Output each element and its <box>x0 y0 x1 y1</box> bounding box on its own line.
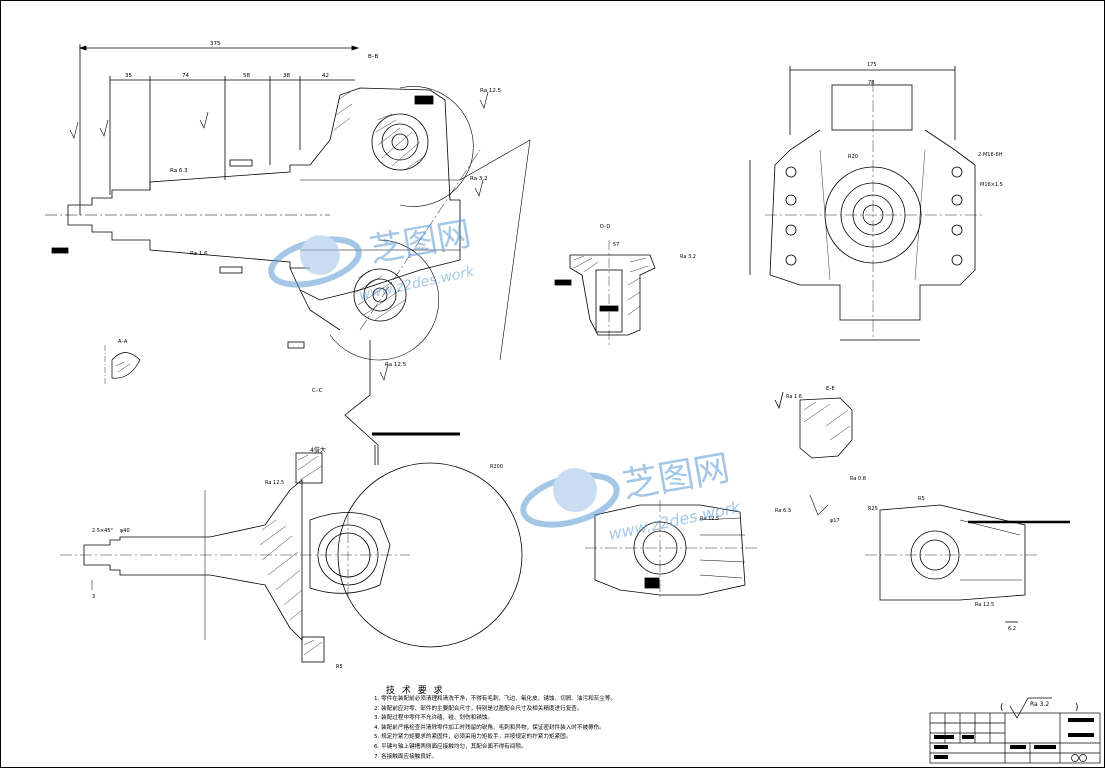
dim-m16: M16×1.5 <box>980 182 1003 188</box>
bottom-view-labels: 4倍大 R200 2.5×45° φ40 3 R5 Ra 12.5 <box>92 446 503 670</box>
svg-text:): ) <box>1075 703 1079 713</box>
main-front-view <box>45 44 531 465</box>
dim-ra16-ee: Ra 1.6 <box>786 394 802 400</box>
global-roughness-value: Ra 3.2 <box>1030 701 1049 708</box>
bottom-hatching <box>259 454 323 656</box>
tech-req-item: 4. 装配前严格检查并清除零件加工时残留的锐角、毛刺和异物，保证密封件装入时不被… <box>374 724 605 731</box>
dim-ra08: Ra 0.8 <box>850 476 866 482</box>
tech-req-item: 6. 平键与轴上键槽两侧面应接触均匀，其配合面不得有间隙。 <box>374 743 527 750</box>
dim-ra125-b: Ra 12.5 <box>385 362 407 368</box>
dim-r20: R20 <box>848 154 858 160</box>
dim-57: 57 <box>613 242 619 248</box>
dim-6-2: 6.2 <box>1008 626 1016 632</box>
dim-42: 42 <box>322 73 329 79</box>
dim-38: 38 <box>283 73 290 79</box>
global-roughness: Ra 3.2 ( ) <box>1000 697 1079 719</box>
section-hatching <box>333 91 426 321</box>
svg-text:(: ( <box>1000 703 1004 713</box>
dim-ra125-r: Ra 12.5 <box>975 602 994 608</box>
dim-74: 74 <box>182 73 189 79</box>
section-ee <box>774 391 853 459</box>
dim-ra125-a: Ra 12.5 <box>480 88 502 94</box>
label-section-dd: D–D <box>600 224 610 230</box>
dim-ra63-mid: Ra 6.3 <box>775 508 791 514</box>
tech-req-item: 3. 装配过程中零件不允许磕、碰、划伤和锈蚀。 <box>374 715 493 722</box>
dim-ra125-mid: Ra 12.5 <box>700 516 719 522</box>
label-section-cc: C–C <box>312 388 323 394</box>
side-view <box>749 66 985 341</box>
tech-req-item: 1. 零件在装配前必须清理和清洗干净，不得有毛刺、飞边、氧化皮、锈蚀、切屑、油污… <box>374 696 617 702</box>
right-section <box>865 504 1070 623</box>
dim-35: 35 <box>125 73 132 79</box>
watermark-logo-1 <box>268 235 362 288</box>
tech-req-item: 5. 规定拧紧力矩要求的紧固件，必须采用力矩扳手，并按规定的拧紧力矩紧固。 <box>374 734 572 741</box>
tech-req-item: 2. 装配前应对零、部件的主要配合尺寸，特别是过盈配合尺寸及相关精度进行复查。 <box>374 705 583 712</box>
label-section-bb: B–B <box>368 54 379 60</box>
dim-3: 3 <box>92 594 95 600</box>
dim-phi17: φ17 <box>830 518 840 524</box>
detail-aa <box>104 345 141 385</box>
dim-phi40: φ40 <box>120 528 130 534</box>
side-view-labels: 175 78 R20 2-M16-6H M16×1.5 <box>848 62 1003 188</box>
dim-ra32-a: Ra 3.2 <box>470 176 488 182</box>
dim-2m16: 2-M16-6H <box>978 152 1003 158</box>
label-view-4: 4倍大 <box>310 446 326 454</box>
dim-78: 78 <box>868 80 874 86</box>
dim-ra16-a: Ra 1.6 <box>190 251 208 257</box>
section-dd <box>554 240 656 345</box>
bottom-section-view <box>60 432 523 663</box>
dim-2-5x45: 2.5×45° <box>92 528 114 534</box>
dim-ra32-dd: Ra 3.2 <box>680 254 696 260</box>
main-view-labels: 375 35 74 58 38 42 Ra 12.5 Ra 3.2 Ra 1.6… <box>125 41 502 394</box>
dim-58: 58 <box>243 73 250 79</box>
label-section-ee: E–E <box>826 386 835 392</box>
label-section-aa: A–A <box>118 339 128 345</box>
watermark-logo-2 <box>520 468 620 528</box>
right-section-labels: R25 R5 6.2 Ra 12.5 <box>868 496 1016 632</box>
title-block <box>929 712 1101 764</box>
dim-ra125-c: Ra 12.5 <box>265 480 284 486</box>
tech-req-item: 7. 各接触面应接触良好。 <box>374 753 438 760</box>
dim-r5-b: R5 <box>336 664 343 670</box>
dim-r200: R200 <box>490 464 503 470</box>
roughness-symbols <box>69 91 489 381</box>
dim-r25: R25 <box>868 506 878 512</box>
mid-right-labels: Ra 12.5 φ17 Ra 0.8 Ra 6.3 <box>700 476 866 524</box>
tech-req-list: 1. 零件在装配前必须清理和清洗干净，不得有毛刺、飞边、氧化皮、锈蚀、切屑、油污… <box>374 695 934 762</box>
mid-right-section <box>585 494 829 600</box>
dim-375: 375 <box>210 41 221 47</box>
dim-r5-c: R5 <box>918 496 925 502</box>
dim-175: 175 <box>867 62 877 68</box>
dim-ra63-a: Ra 6.3 <box>170 168 188 174</box>
tech-req-title: 技 术 要 求 <box>386 686 445 696</box>
